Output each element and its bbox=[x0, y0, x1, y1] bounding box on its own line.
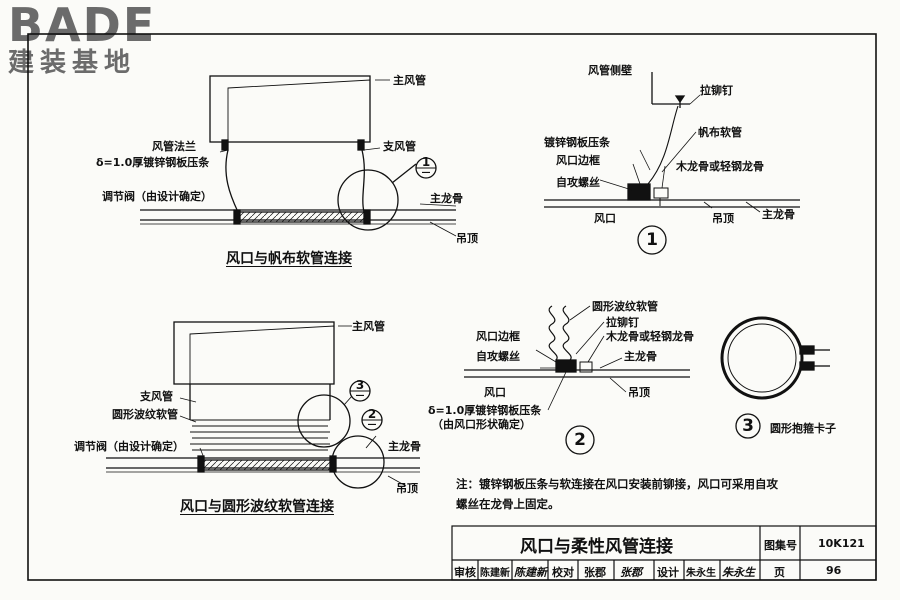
det2-frame-label: 风口边框 bbox=[476, 330, 520, 343]
logo-latin: BADE bbox=[8, 0, 157, 52]
d1-damper-label: 调节阀（由设计确定） bbox=[102, 190, 212, 203]
d1-main-duct-label: 主风管 bbox=[393, 74, 426, 87]
title-block-title: 风口与柔性风管连接 bbox=[520, 537, 673, 557]
d2-ref3-number: 3 bbox=[355, 378, 365, 392]
det1-duct-wall-label: 风管侧壁 bbox=[588, 64, 632, 77]
d1-caption: 风口与帆布软管连接 bbox=[226, 251, 352, 267]
review-label: 审核 bbox=[454, 566, 476, 579]
d1-ref-number: 1 bbox=[421, 155, 431, 169]
main-duct-1 bbox=[209, 75, 371, 143]
d2-ceiling-label: 吊顶 bbox=[396, 482, 418, 495]
det2-number: 2 bbox=[574, 430, 586, 450]
det1-rivet-label: 拉铆钉 bbox=[700, 84, 733, 97]
det2-outlet-label: 风口 bbox=[484, 386, 506, 399]
designer-signature: 朱永生 bbox=[722, 566, 755, 579]
d2-main-keel-label: 主龙骨 bbox=[388, 440, 421, 453]
det1-screw-label: 自攻螺丝 bbox=[556, 176, 600, 189]
det2-screw-label: 自攻螺丝 bbox=[476, 350, 520, 363]
general-note: 注：镀锌钢板压条与软连接在风口安装前铆接，风口可采用自攻 螺丝在龙骨上固定。 bbox=[456, 474, 856, 514]
page-number: 96 bbox=[826, 564, 842, 577]
det1-number: 1 bbox=[646, 230, 658, 250]
d2-damper-label: 调节阀（由设计确定） bbox=[74, 440, 184, 453]
reviewer-signature: 陈建新 bbox=[514, 566, 547, 579]
det1-keel-label: 木龙骨或轻钢龙骨 bbox=[676, 160, 764, 173]
det3-number: 3 bbox=[742, 416, 754, 436]
d1-ceiling-label: 吊顶 bbox=[456, 232, 478, 245]
reviewer-name: 陈建新 bbox=[480, 568, 510, 579]
det1-strip-label: 镀锌钢板压条 bbox=[544, 136, 610, 149]
d1-strip-label: δ=1.0厚镀锌钢板压条 bbox=[96, 156, 210, 169]
d1-branch-label: 支风管 bbox=[383, 140, 416, 153]
det2-ceiling-label: 吊顶 bbox=[628, 386, 650, 399]
det1-canvas-label: 帆布软管 bbox=[698, 126, 742, 139]
checker-signature: 张郡 bbox=[620, 566, 642, 579]
d2-ref2-number: 2 bbox=[367, 407, 377, 421]
detail-2-linework bbox=[464, 305, 690, 455]
check-label: 校对 bbox=[552, 566, 574, 579]
det1-outlet-label: 风口 bbox=[594, 212, 616, 225]
atlas-label: 图集号 bbox=[764, 539, 797, 552]
det1-ceiling-label: 吊顶 bbox=[712, 212, 734, 225]
checker-name: 张郡 bbox=[584, 566, 606, 579]
det1-frame-label: 风口边框 bbox=[556, 154, 600, 167]
d2-ref2-dash: — bbox=[367, 420, 377, 430]
note-line-2: 螺丝在龙骨上固定。 bbox=[456, 497, 560, 511]
clamp-linework bbox=[720, 316, 830, 439]
det2-main-keel-label: 主龙骨 bbox=[624, 350, 657, 363]
det2-strip-note: （由风口形状确定） bbox=[432, 418, 531, 431]
d2-caption: 风口与圆形波纹软管连接 bbox=[180, 499, 334, 515]
atlas-number: 10K121 bbox=[818, 537, 865, 550]
main-duct-2 bbox=[173, 321, 335, 385]
det1-main-keel-label: 主龙骨 bbox=[762, 208, 795, 221]
page-label: 页 bbox=[774, 566, 785, 579]
d1-main-keel-label: 主龙骨 bbox=[430, 192, 463, 205]
d2-branch-label: 支风管 bbox=[140, 390, 173, 403]
det2-rivet-label: 拉铆钉 bbox=[606, 316, 639, 329]
d1-ref-dash: — bbox=[421, 168, 431, 178]
d2-main-duct-label: 主风管 bbox=[352, 320, 385, 333]
design-label: 设计 bbox=[657, 566, 679, 579]
corrugated-hose-assembly bbox=[106, 321, 420, 489]
note-line-1: 注：镀锌钢板压条与软连接在风口安装前铆接，风口可采用自攻 bbox=[456, 477, 778, 491]
det2-keel-label: 木龙骨或轻钢龙骨 bbox=[606, 330, 694, 343]
canvas-hose-assembly bbox=[140, 75, 457, 237]
det3-label: 圆形抱箍卡子 bbox=[770, 422, 836, 435]
designer-name: 朱永生 bbox=[686, 568, 716, 579]
d2-corrugated-label: 圆形波纹软管 bbox=[112, 408, 178, 421]
d2-ref3-dash: — bbox=[355, 391, 365, 401]
d1-flange-label: 风管法兰 bbox=[152, 140, 196, 153]
title-block-grid bbox=[451, 525, 877, 581]
det2-corrugated-label: 圆形波纹软管 bbox=[592, 300, 658, 313]
det2-strip-label: δ=1.0厚镀锌钢板压条 bbox=[428, 404, 542, 417]
detail-1-linework bbox=[544, 72, 800, 255]
